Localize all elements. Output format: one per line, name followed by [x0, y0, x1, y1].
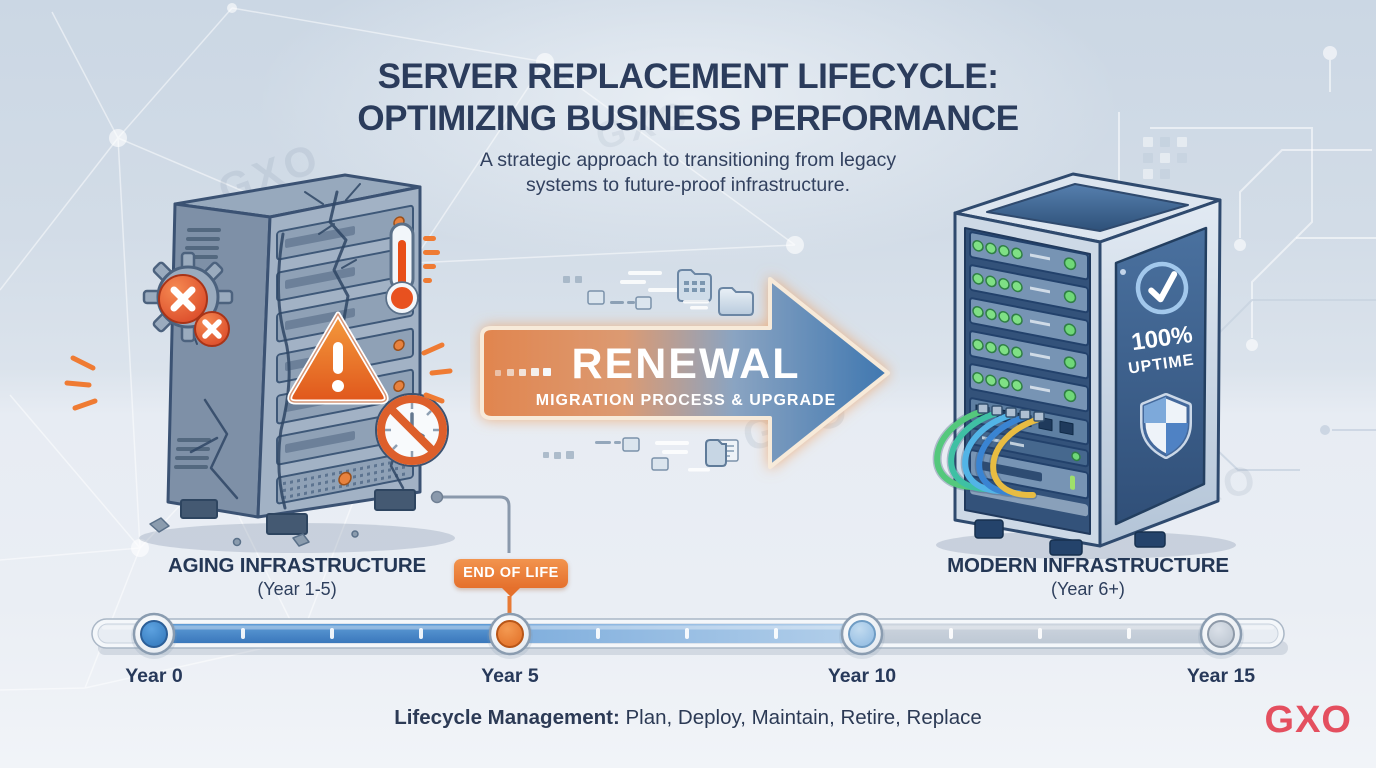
- led-rack-rows: [969, 231, 1089, 517]
- network-mesh-icon: [0, 7, 796, 691]
- green-led-icon: [972, 239, 1023, 392]
- page-subtitle: A strategic approach to transitioning fr…: [0, 148, 1376, 198]
- aging-title: AGING INFRASTRUCTURE: [168, 554, 426, 577]
- renewal-arrow: RENEWAL MIGRATION PROCESS & UPGRADE: [480, 277, 890, 469]
- subtitle-line-2: systems to future-proof infrastructure.: [525, 174, 851, 196]
- lifecycle-label: Lifecycle Management:: [394, 706, 620, 729]
- end-of-life-connector: [430, 490, 511, 553]
- end-of-life-badge: END OF LIFE: [454, 559, 568, 588]
- modern-years: (Year 6+): [1051, 579, 1125, 599]
- warning-triangle-icon: [287, 311, 389, 405]
- aging-years: (Year 1-5): [257, 579, 337, 599]
- file-icon: [635, 296, 652, 310]
- dotted-trail-icon: [495, 368, 551, 376]
- arrow-label: RENEWAL: [572, 340, 801, 388]
- timeline-marker-year0: [131, 612, 177, 659]
- arrow-sublabel: MIGRATION PROCESS & UPGRADE: [536, 392, 837, 409]
- timeline-track: [91, 596, 1288, 659]
- title-line-2: OPTIMIZING BUSINESS PERFORMANCE: [357, 99, 1019, 138]
- modern-server-illustration: 100% UPTIME: [932, 172, 1222, 556]
- page-title: SERVER REPLACEMENT LIFECYCLE: OPTIMIZING…: [0, 56, 1376, 140]
- stress-dashes-icon: [64, 342, 453, 411]
- timeline-marker-year5: [487, 612, 533, 659]
- file-icon: [587, 290, 605, 305]
- title-line-1: SERVER REPLACEMENT LIFECYCLE:: [377, 57, 999, 96]
- network-cables-icon: [932, 403, 1045, 500]
- subtitle-line-1: A strategic approach to transitioning fr…: [479, 149, 897, 171]
- overheating-thermometer-icon: [385, 222, 440, 315]
- check-circle-icon: [1135, 261, 1189, 315]
- error-x-icon: [158, 274, 230, 347]
- aging-server-illustration: [64, 173, 453, 547]
- shield-icon: [1140, 393, 1192, 459]
- timeline-marker-year10: [839, 612, 885, 659]
- gxo-logo: GXO: [1264, 699, 1352, 741]
- timeline-label-year5: Year 5: [481, 665, 539, 687]
- folder-icon: [718, 287, 754, 316]
- timeline-label-year0: Year 0: [125, 665, 183, 687]
- timeline-marker-year15: [1198, 612, 1244, 659]
- aging-infrastructure-label: AGING INFRASTRUCTURE (Year 1-5): [132, 554, 462, 601]
- expired-clock-icon: [375, 393, 449, 467]
- timeline-label-year10: Year 10: [827, 665, 897, 687]
- arrow-shape: [480, 277, 890, 469]
- file-icon: [622, 437, 640, 452]
- modern-infrastructure-label: MODERN INFRASTRUCTURE (Year 6+): [923, 554, 1253, 601]
- pixel-squares-icon: [1143, 137, 1187, 179]
- open-folder-icon: [705, 439, 739, 467]
- migration-doodads-top: [563, 269, 754, 316]
- migration-doodads-bottom: [543, 437, 739, 472]
- modern-title: MODERN INFRASTRUCTURE: [947, 554, 1229, 577]
- lifecycle-steps: Plan, Deploy, Maintain, Retire, Replace: [619, 706, 982, 729]
- timeline-label-year15: Year 15: [1186, 665, 1256, 687]
- timeline-ticks: [241, 628, 1131, 639]
- uptime-panel: 100% UPTIME: [1114, 226, 1208, 526]
- broken-gear-icon: [142, 251, 234, 347]
- folder-icon: [677, 269, 712, 302]
- lifecycle-management-line: Lifecycle Management: Plan, Deploy, Main…: [0, 706, 1376, 730]
- file-icon: [651, 457, 669, 471]
